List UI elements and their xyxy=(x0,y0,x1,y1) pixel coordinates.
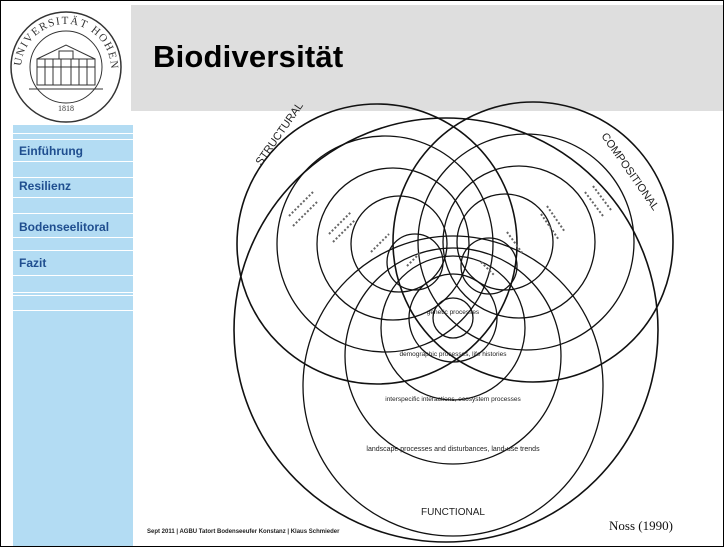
seal-year: 1818 xyxy=(58,104,74,113)
nav-item-fazit[interactable]: Fazit xyxy=(19,256,47,270)
sidebar xyxy=(13,125,133,546)
nav-separator xyxy=(13,213,133,214)
nav-separator xyxy=(13,133,133,134)
nav-separator xyxy=(13,177,133,178)
nav-item-bodenseelitoral[interactable]: Bodenseelitoral xyxy=(19,220,110,234)
source-credit: Noss (1990) xyxy=(609,518,673,533)
university-seal-logo: UNIVERSITÄT HOHENHEIM 1818 xyxy=(7,7,122,123)
label-landscape-processes: landscape processes and disturbances, la… xyxy=(366,446,540,453)
nav-separator xyxy=(13,237,133,238)
biodiversity-hierarchy-diagram: STRUCTURAL COMPOSITIONAL FUNCTIONAL gene… xyxy=(233,100,674,543)
label-demographic-processes: demographic processes, life histories xyxy=(400,351,508,358)
nav-separator xyxy=(13,275,133,276)
nav-separator xyxy=(13,292,133,293)
nav-item-resilienz[interactable]: Resilienz xyxy=(19,179,72,193)
nav-separator xyxy=(13,197,133,198)
label-interspecific-interactions: interspecific interactions, ecosystem pr… xyxy=(385,396,521,403)
nav-separator xyxy=(13,295,133,296)
label-genetic-processes: genetic processes xyxy=(427,309,480,316)
header-band xyxy=(131,5,723,111)
label-functional: FUNCTIONAL xyxy=(421,507,485,518)
label-structural: STRUCTURAL xyxy=(254,100,306,167)
nav-separator xyxy=(13,139,133,140)
nav-item-einfuehrung[interactable]: Einführung xyxy=(19,144,83,158)
slide-title: Biodiversität xyxy=(153,39,344,74)
nav-separator xyxy=(13,250,133,251)
nav-separator xyxy=(13,310,133,311)
nav-separator xyxy=(13,161,133,162)
footer-text: Sept 2011 | AGBU Tatort Bodenseeufer Kon… xyxy=(147,529,340,535)
